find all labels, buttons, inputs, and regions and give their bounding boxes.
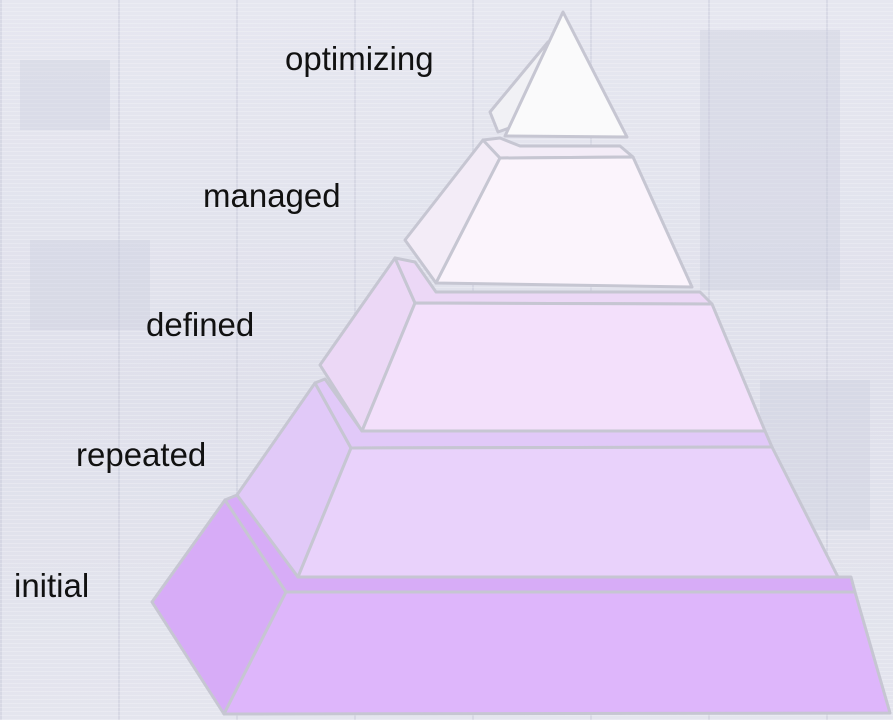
label-repeated: repeated [76,436,207,473]
background-panel [20,60,110,130]
defined-tier-front [360,301,767,433]
label-managed: managed [203,177,341,214]
label-defined: defined [146,306,255,343]
background-panel [700,30,840,290]
label-optimizing: optimizing [285,40,434,77]
managed-tier-top-edge [481,136,635,160]
managed-tier-front [434,155,694,289]
label-initial: initial [14,567,90,604]
initial-tier-front [222,590,892,716]
optimizing-tier-front [503,10,629,139]
repeated-tier-front [296,445,840,579]
background-panel [30,240,150,330]
